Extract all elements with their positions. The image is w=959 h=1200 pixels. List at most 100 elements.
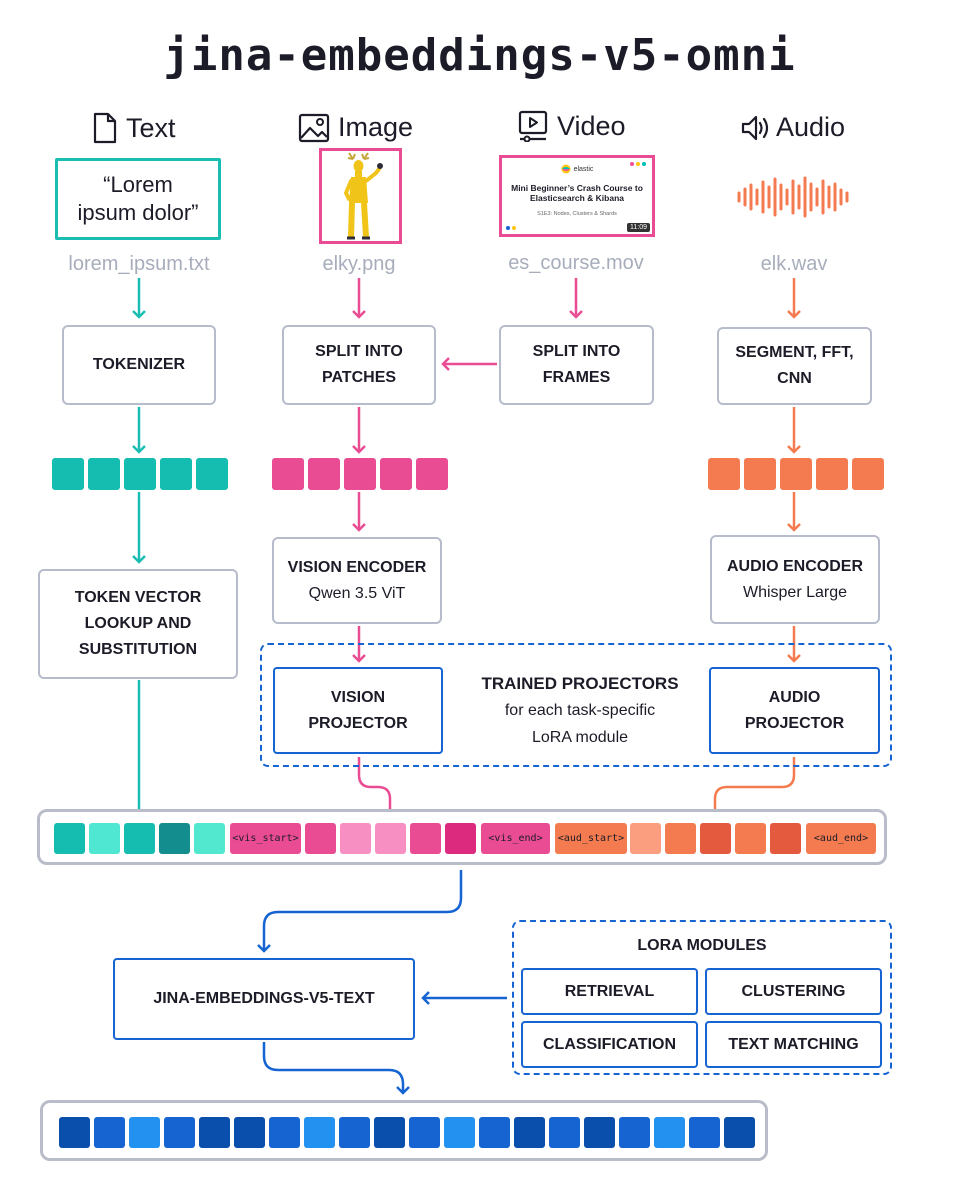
lora-module-label: TEXT MATCHING xyxy=(728,1035,859,1053)
vision-projector-label: VISION PROJECTOR xyxy=(308,688,408,732)
combined-token-sequence: <vis_start> <vis_end> <aud_start> <aud_e… xyxy=(37,809,887,865)
embedding-cell xyxy=(164,1117,195,1148)
text-token xyxy=(124,458,156,490)
modality-audio: Audio xyxy=(740,112,845,143)
embedding-cell xyxy=(304,1117,335,1148)
tokenizer-box: TOKENIZER xyxy=(62,325,216,405)
video-dots xyxy=(630,162,646,166)
seq-text-token xyxy=(124,823,155,854)
text-filename: lorem_ipsum.txt xyxy=(68,253,210,275)
audio-encoder-model: Whisper Large xyxy=(742,583,848,601)
text-token xyxy=(196,458,228,490)
audio-prep-box: SEGMENT, FFT, CNN xyxy=(717,327,872,405)
audio-filename: elk.wav xyxy=(760,253,828,275)
vis-start-tag: <vis_start> xyxy=(230,823,301,854)
image-icon xyxy=(298,113,330,142)
embedding-cell xyxy=(724,1117,755,1148)
video-brand-label: elastic xyxy=(573,165,594,173)
embedding-cell xyxy=(549,1117,580,1148)
embedding-cell xyxy=(689,1117,720,1148)
modality-text: Text xyxy=(92,112,176,144)
seq-text-token xyxy=(159,823,190,854)
audio-token xyxy=(708,458,740,490)
video-brand: elastic xyxy=(502,164,652,174)
text-token xyxy=(88,458,120,490)
audio-encoder-box: AUDIO ENCODER Whisper Large xyxy=(710,535,880,624)
video-icon xyxy=(518,110,548,142)
seq-audio-token xyxy=(735,823,766,854)
audio-projector-box: AUDIO PROJECTOR xyxy=(709,667,880,754)
seq-vision-token xyxy=(445,823,476,854)
main-model-box: JINA-EMBEDDINGS-V5-TEXT xyxy=(113,958,415,1040)
aud-start-tag: <aud_start> xyxy=(555,823,627,854)
tokenizer-label: TOKENIZER xyxy=(92,356,186,373)
lora-module-label: RETRIEVAL xyxy=(564,982,655,1000)
split-patches-box: SPLIT INTO PATCHES xyxy=(282,325,436,405)
image-patch-token xyxy=(272,458,304,490)
lora-modules-group xyxy=(512,920,892,1075)
video-title: Mini Beginner’s Crash Course to Elastics… xyxy=(511,183,643,203)
image-patch-token xyxy=(380,458,412,490)
embedding-cell xyxy=(619,1117,650,1148)
image-patch-token xyxy=(308,458,340,490)
seq-audio-token xyxy=(665,823,696,854)
vision-encoder-box: VISION ENCODER Qwen 3.5 ViT xyxy=(272,537,442,624)
audio-waveform-icon xyxy=(737,176,849,218)
page-title: jina-embeddings-v5-omni xyxy=(163,30,796,81)
embedding-cell xyxy=(584,1117,615,1148)
modality-image-label: Image xyxy=(338,112,414,142)
seq-text-token xyxy=(89,823,120,854)
modality-text-label: Text xyxy=(126,112,176,143)
main-model-label: JINA-EMBEDDINGS-V5-TEXT xyxy=(153,990,375,1007)
text-token xyxy=(160,458,192,490)
text-token xyxy=(52,458,84,490)
embedding-cell xyxy=(129,1117,160,1148)
seq-text-token xyxy=(54,823,85,854)
lora-module-label: CLUSTERING xyxy=(741,982,846,1000)
token-lookup-box: TOKEN VECTOR LOOKUP AND SUBSTITUTION xyxy=(38,569,238,679)
text-sample-box: “Lorem ipsum dolor” xyxy=(55,158,221,240)
video-subtitle: S1E3: Nodes, Clusters & Shards xyxy=(537,211,617,217)
lora-module-label: CLASSIFICATION xyxy=(542,1035,677,1053)
document-icon xyxy=(93,112,117,144)
audio-projector-label: AUDIO PROJECTOR xyxy=(744,688,845,732)
embedding-cell xyxy=(444,1117,475,1148)
modality-audio-label: Audio xyxy=(776,112,846,142)
speaker-icon xyxy=(741,115,769,140)
image-patch-row xyxy=(272,458,448,490)
modality-image: Image xyxy=(298,112,413,143)
seq-text-token xyxy=(194,823,225,854)
seq-vision-token xyxy=(305,823,336,854)
seq-vision-token xyxy=(410,823,441,854)
image-patch-token xyxy=(344,458,376,490)
embedding-cell xyxy=(374,1117,405,1148)
modality-video: Video xyxy=(517,110,626,142)
embedding-cell xyxy=(514,1117,545,1148)
aud-end-tag: <aud_end> xyxy=(806,823,876,854)
video-thumbnail: elastic Mini Beginner’s Crash Course to … xyxy=(499,155,655,237)
image-filename: elky.png xyxy=(322,253,396,275)
elk-mascot-icon xyxy=(343,152,383,240)
embedding-cell xyxy=(654,1117,685,1148)
video-dots-bottom xyxy=(506,226,516,230)
split-patches-label: SPLIT INTO PATCHES xyxy=(315,343,403,386)
modality-video-label: Video xyxy=(557,110,626,141)
trained-projectors-group xyxy=(260,643,892,767)
audio-token xyxy=(780,458,812,490)
text-token-row xyxy=(52,458,228,490)
token-lookup-label: TOKEN VECTOR LOOKUP AND SUBSTITUTION xyxy=(74,589,202,658)
embedding-cell xyxy=(59,1117,90,1148)
vision-projector-box: VISION PROJECTOR xyxy=(273,667,443,754)
split-frames-label: SPLIT INTO FRAMES xyxy=(532,343,621,386)
text-sample: “Lorem ipsum dolor” xyxy=(77,172,199,225)
audio-encoder-title: AUDIO ENCODER xyxy=(726,557,863,575)
embedding-cell xyxy=(94,1117,125,1148)
audio-token xyxy=(816,458,848,490)
lora-module-retrieval: RETRIEVAL xyxy=(521,968,698,1015)
embedding-cell xyxy=(234,1117,265,1148)
embedding-cell xyxy=(339,1117,370,1148)
audio-prep-label: SEGMENT, FFT, CNN xyxy=(735,344,854,387)
trained-projectors-subtitle: for each task-specific LoRA module xyxy=(504,702,656,746)
split-frames-box: SPLIT INTO FRAMES xyxy=(499,325,654,405)
